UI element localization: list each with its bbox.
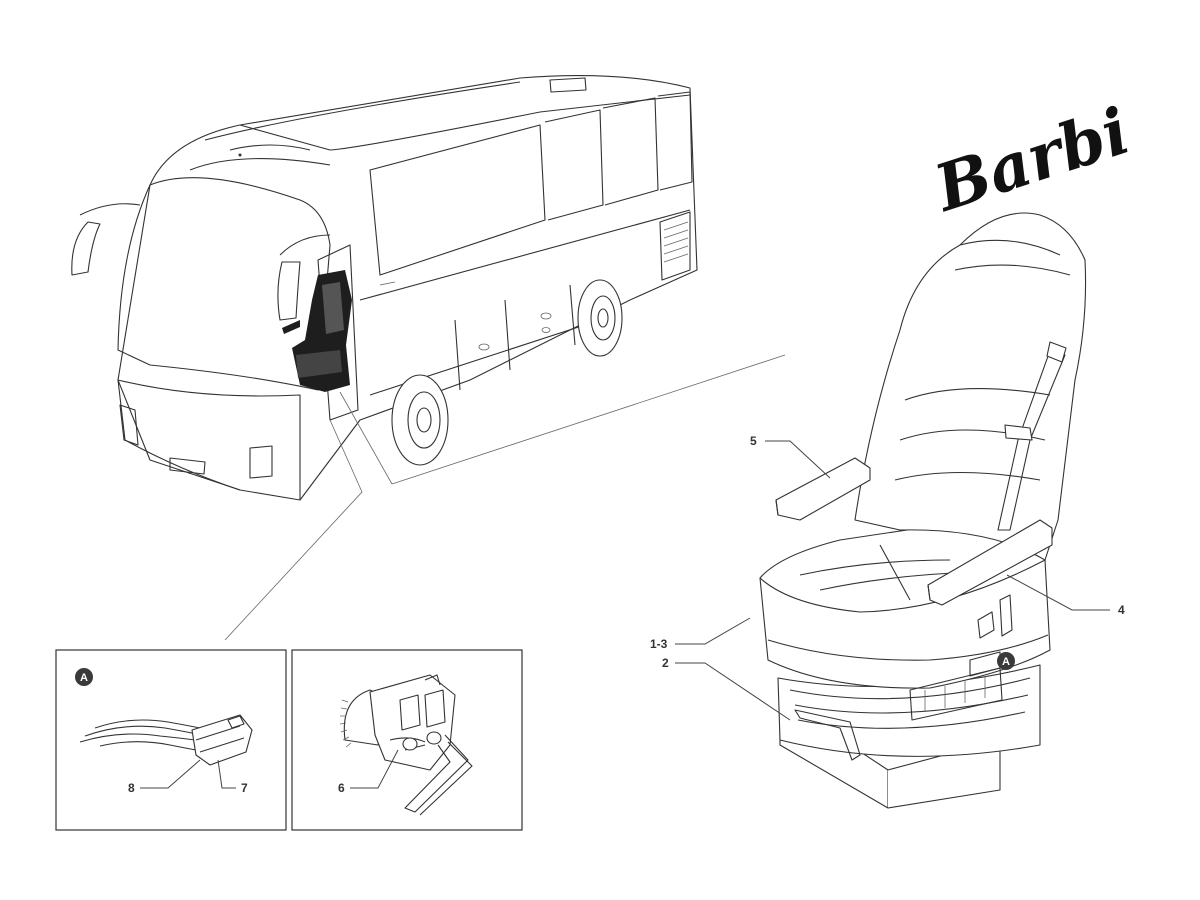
detail-box-mechanism: 6 bbox=[291, 649, 523, 831]
callout-label-8: 8 bbox=[128, 781, 135, 795]
callout-1-3: 1-3 bbox=[650, 617, 751, 651]
callout-label-5: 5 bbox=[750, 434, 757, 448]
callout-label-6: 6 bbox=[338, 781, 345, 795]
callout-label-2: 2 bbox=[662, 656, 669, 670]
callout-2: 2 bbox=[662, 656, 791, 721]
detail-badge-a-label: A bbox=[80, 672, 88, 684]
callout-label-7: 7 bbox=[241, 781, 248, 795]
detail-badge-a: A bbox=[75, 668, 93, 686]
detail-box-a: A 8 7 bbox=[55, 649, 287, 831]
callout-label-1-3: 1-3 bbox=[650, 637, 668, 651]
seat-badge-a-label: A bbox=[1002, 656, 1010, 668]
callout-5: 5 bbox=[750, 434, 831, 479]
callout-label-4: 4 bbox=[1118, 603, 1125, 617]
seat-badge-a: A bbox=[997, 652, 1015, 670]
bus-illustration bbox=[71, 75, 698, 501]
guide-line-seat bbox=[339, 354, 786, 485]
highlighted-driver-seat bbox=[282, 270, 352, 392]
callout-4: 4 bbox=[1006, 574, 1125, 617]
guide-line-detail bbox=[224, 419, 363, 641]
barbi-logo-text: Barbi bbox=[925, 94, 1139, 227]
driver-seat-illustration bbox=[759, 212, 1087, 809]
barbi-logo: Barbi bbox=[925, 94, 1139, 227]
